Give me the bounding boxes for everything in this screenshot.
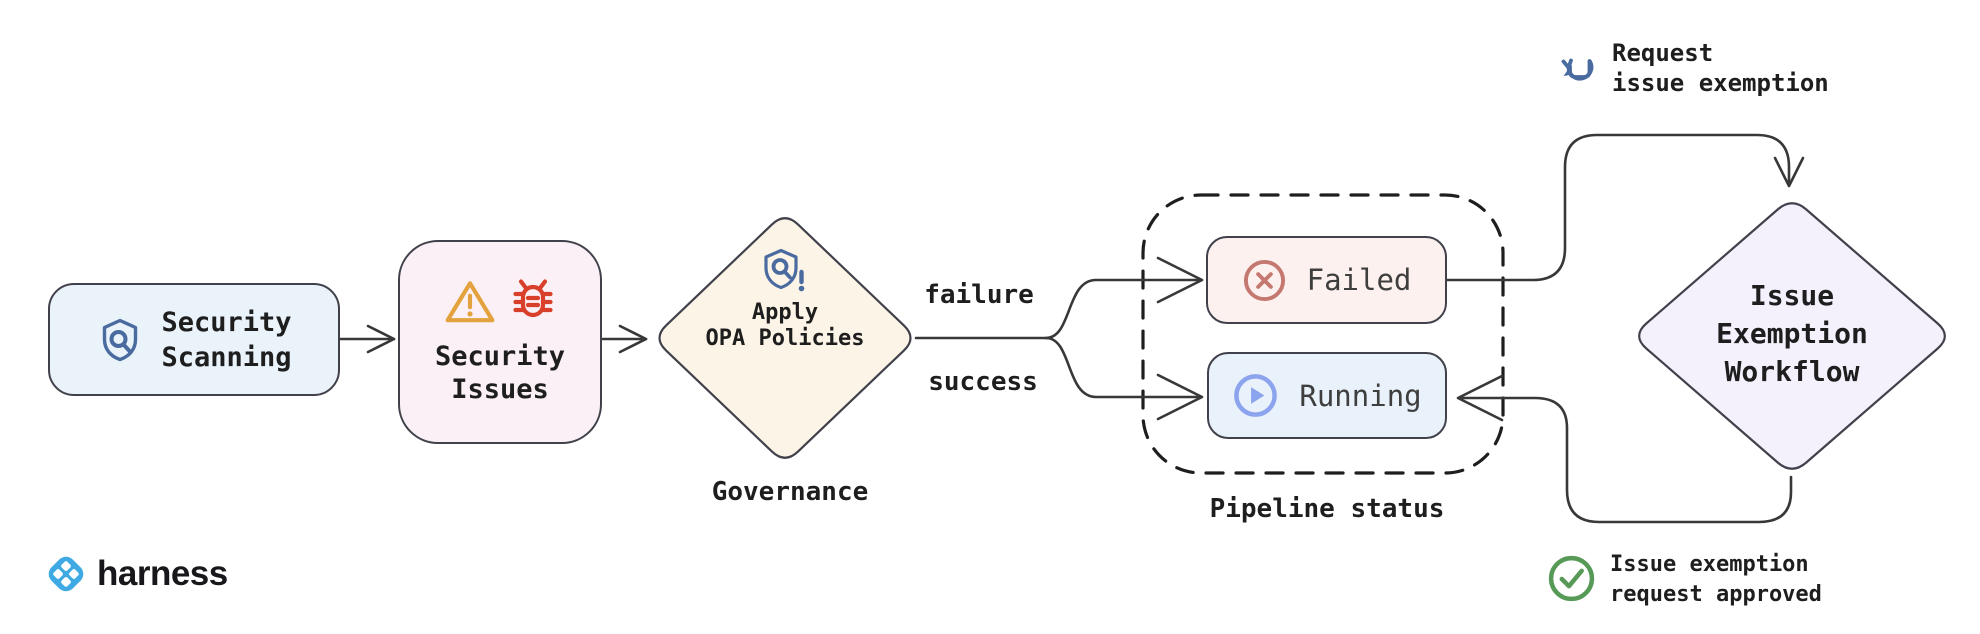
running-status-node: Running <box>1207 352 1447 439</box>
security-issues-node: Security Issues <box>398 240 602 444</box>
bug-icon <box>513 279 553 318</box>
annotation-line: request approved <box>1610 582 1822 607</box>
annotation-line: issue exemption <box>1612 69 1829 97</box>
request-exemption-annotation: Request issue exemption <box>1612 38 1829 98</box>
annotation-line: Issue exemption <box>1610 552 1809 577</box>
edge-success-branch <box>1044 336 1200 399</box>
failure-edge-label: failure <box>924 280 1034 310</box>
apply-opa-content: Apply OPA Policies <box>685 246 885 352</box>
edge-exemption-to-running <box>1460 396 1793 524</box>
harness-wordmark: harness <box>97 554 228 593</box>
pipeline-status-container <box>1141 193 1505 475</box>
security-issues-icons <box>444 278 556 326</box>
harness-logo-icon <box>48 556 84 592</box>
tap-rotate-icon <box>1561 58 1594 81</box>
label-line: Exemption <box>1716 317 1868 350</box>
label-line: Scanning <box>161 341 292 373</box>
x-circle-icon <box>1243 259 1285 301</box>
arrowhead-issues-to-opa <box>618 324 648 354</box>
security-issues-label: Security Issues <box>435 340 565 406</box>
approved-annotation: Issue exemption request approved <box>1610 550 1822 610</box>
pipeline-status-caption: Pipeline status <box>1209 494 1445 524</box>
shield-search-icon <box>103 318 138 361</box>
play-circle-icon <box>1234 374 1278 417</box>
issue-exemption-content: Issue Exemption Workflow <box>1682 277 1902 391</box>
failed-status-node: Failed <box>1206 236 1447 324</box>
edge-failure-branch <box>1044 278 1200 340</box>
arrowhead-scanning-to-issues <box>366 324 396 354</box>
edge-failed-to-exemption <box>1444 133 1791 282</box>
security-scanning-label: Security Scanning <box>161 305 291 375</box>
security-scanning-node: Security Scanning <box>48 283 340 396</box>
label-line: OPA Policies <box>705 326 865 351</box>
label-line: Apply <box>751 300 819 325</box>
running-status-label: Running <box>1299 378 1422 413</box>
check-circle-icon <box>1548 555 1595 602</box>
failed-status-label: Failed <box>1306 263 1412 297</box>
label-line: Workflow <box>1724 355 1860 388</box>
warning-triangle-icon <box>445 281 495 323</box>
arrowhead-failed-to-exemption <box>1773 156 1805 188</box>
shield-alert-icon <box>764 248 805 292</box>
success-edge-label: success <box>928 367 1038 397</box>
apply-opa-diamond-shape <box>658 217 912 459</box>
arrowhead-success-branch <box>1156 373 1204 421</box>
label-line: Security <box>161 306 292 338</box>
arrowhead-exemption-to-running <box>1456 374 1504 422</box>
arrowhead-failure-branch <box>1156 256 1204 304</box>
harness-brand: harness <box>44 552 228 596</box>
label-line: Security <box>434 341 566 372</box>
governance-caption: Governance <box>711 477 869 507</box>
issue-exemption-diamond-shape <box>1638 202 1946 470</box>
label-line: Issues <box>451 374 549 405</box>
annotation-line: Request <box>1612 39 1714 67</box>
label-line: Issue <box>1749 279 1835 312</box>
